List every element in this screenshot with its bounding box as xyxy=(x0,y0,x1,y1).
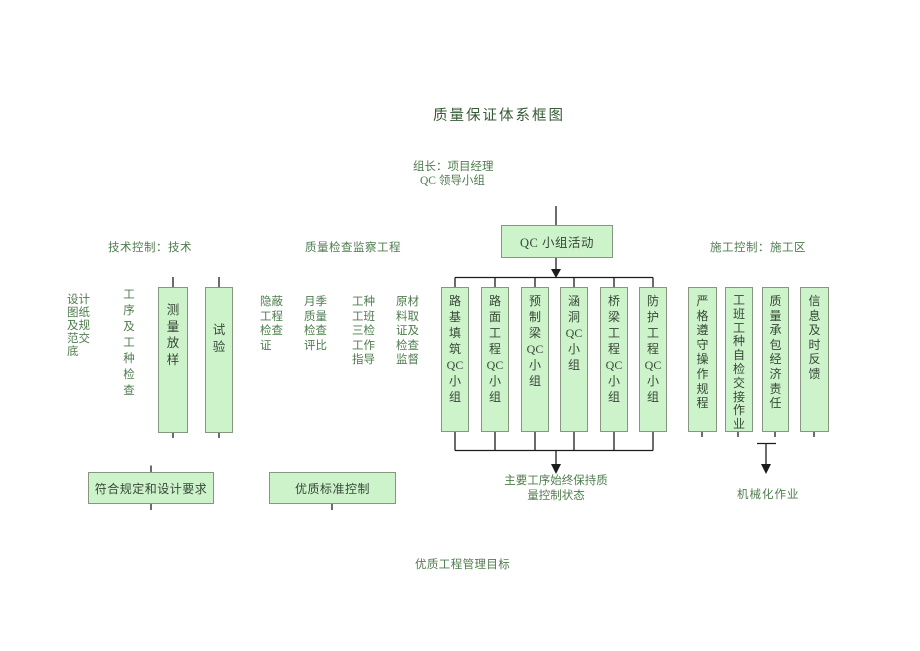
project-goal-label: 优质工程管理目标 xyxy=(415,559,511,571)
qc-activity-box: QC 小组活动 xyxy=(501,225,613,258)
qc-group-box-1: 路 基 填 筑 QC 小 组 xyxy=(441,287,469,432)
construction-control-header: 施工控制：施工区 xyxy=(710,242,806,254)
process-quality-result: 主要工序始终保持质 量控制状态 xyxy=(504,475,608,502)
leader-line-1: 组长：项目经理 xyxy=(413,161,494,173)
test-box: 试 验 xyxy=(205,287,233,433)
compliance-result-box: 符合规定和设计要求 xyxy=(88,472,214,504)
standard-control-box: 优质标准控制 xyxy=(269,472,396,504)
process-check-label: 工 序 及 工 种 检 查 xyxy=(123,289,135,397)
qc-group-box-6: 防 护 工 程 QC 小 组 xyxy=(639,287,667,432)
monthly-check-label: 月季 质量 检查 评比 xyxy=(304,296,327,352)
design-docs-label: 设计 图纸 及规 范交 底 xyxy=(67,294,90,358)
qc-group-box-5: 桥 梁 工 程 QC 小 组 xyxy=(600,287,628,432)
hidden-works-label: 隐蔽 工程 检查 证 xyxy=(260,296,283,352)
tech-control-header: 技术控制：技术 xyxy=(108,242,192,254)
mechanized-work-label: 机械化作业 xyxy=(737,489,800,501)
material-check-label: 原材 料取 证及 检查 监督 xyxy=(396,296,419,366)
down-arrow-icon xyxy=(761,464,771,474)
three-check-label: 工种 工班 三检 工作 指导 xyxy=(352,296,375,366)
qc-group-box-2: 路 面 工 程 QC 小 组 xyxy=(481,287,509,432)
down-arrow-icon xyxy=(551,269,561,278)
diagram-title: 质量保证体系框图 xyxy=(433,108,565,124)
self-check-handover-box: 工 班 工 种 自 检 交 接 作 业 xyxy=(725,287,753,432)
quality-responsibility-box: 质 量 承 包 经 济 责 任 xyxy=(762,287,789,432)
down-arrow-icon xyxy=(551,464,561,474)
leader-line-2: QC 领导小组 xyxy=(420,175,485,187)
qc-group-box-3: 预 制 梁 QC 小 组 xyxy=(521,287,549,432)
inspection-header: 质量检查监察工程 xyxy=(305,242,401,254)
survey-box: 测 量 放 样 xyxy=(158,287,188,433)
operation-rules-box: 严 格 遵 守 操 作 规 程 xyxy=(688,287,717,432)
feedback-box: 信 息 及 时 反 馈 xyxy=(800,287,829,432)
qc-group-box-4: 涵 洞 QC 小 组 xyxy=(560,287,588,432)
